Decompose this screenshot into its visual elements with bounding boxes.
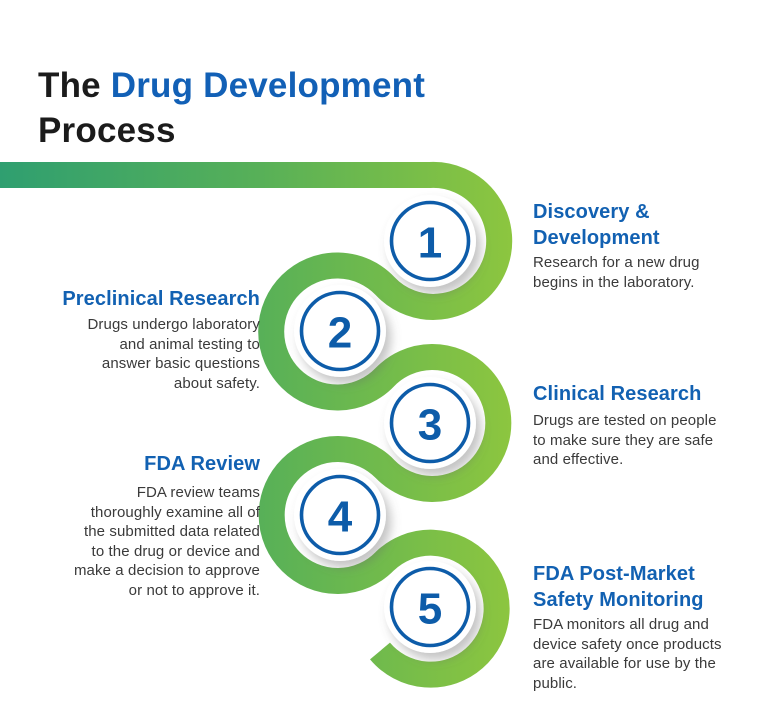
step-4-number: 4	[328, 493, 353, 542]
page-title-highlight: Drug Development	[110, 66, 426, 106]
step-heading: Clinical Research	[533, 383, 702, 405]
step-1-circle: 1	[384, 195, 476, 287]
step-heading: Discovery & Development	[533, 201, 660, 249]
step-block-clinical-research: Clinical Research Drugs are tested on pe…	[533, 381, 748, 470]
page-title: The Drug Development Process	[38, 63, 498, 153]
step-body: FDA review teams thoroughly examine all …	[73, 484, 260, 599]
step-block-preclinical-research: Preclinical Research Drugs undergo labor…	[18, 286, 260, 393]
page-title-suffix: Process	[38, 111, 176, 151]
step-block-fda-review: FDA Review FDA review teams thoroughly e…	[18, 451, 260, 600]
step-5-number: 5	[418, 585, 442, 634]
step-heading: FDA Post-Market Safety Monitoring	[533, 563, 704, 611]
step-heading: FDA Review	[144, 453, 260, 475]
serpentine-path	[0, 161, 513, 688]
step-body: Research for a new drug begins in the la…	[533, 254, 700, 291]
step-5-circle: 5	[384, 561, 476, 653]
step-body: FDA monitors all drug and device safety …	[533, 616, 722, 692]
step-2-number: 2	[328, 309, 352, 358]
step-body: Drugs are tested on people to make sure …	[533, 412, 717, 468]
step-3-circle: 3	[384, 377, 476, 469]
step-heading: Preclinical Research	[62, 288, 260, 310]
step-body: Drugs undergo laboratory and animal test…	[87, 316, 260, 392]
step-1-number: 1	[418, 219, 442, 268]
step-2-circle: 2	[294, 285, 386, 377]
step-block-discovery-development: Discovery & Development Research for a n…	[533, 199, 748, 292]
step-3-number: 3	[418, 401, 442, 450]
page-title-prefix: The	[38, 66, 111, 106]
step-block-fda-post-market: FDA Post-Market Safety Monitoring FDA mo…	[533, 561, 761, 693]
step-4-circle: 4	[294, 469, 386, 561]
